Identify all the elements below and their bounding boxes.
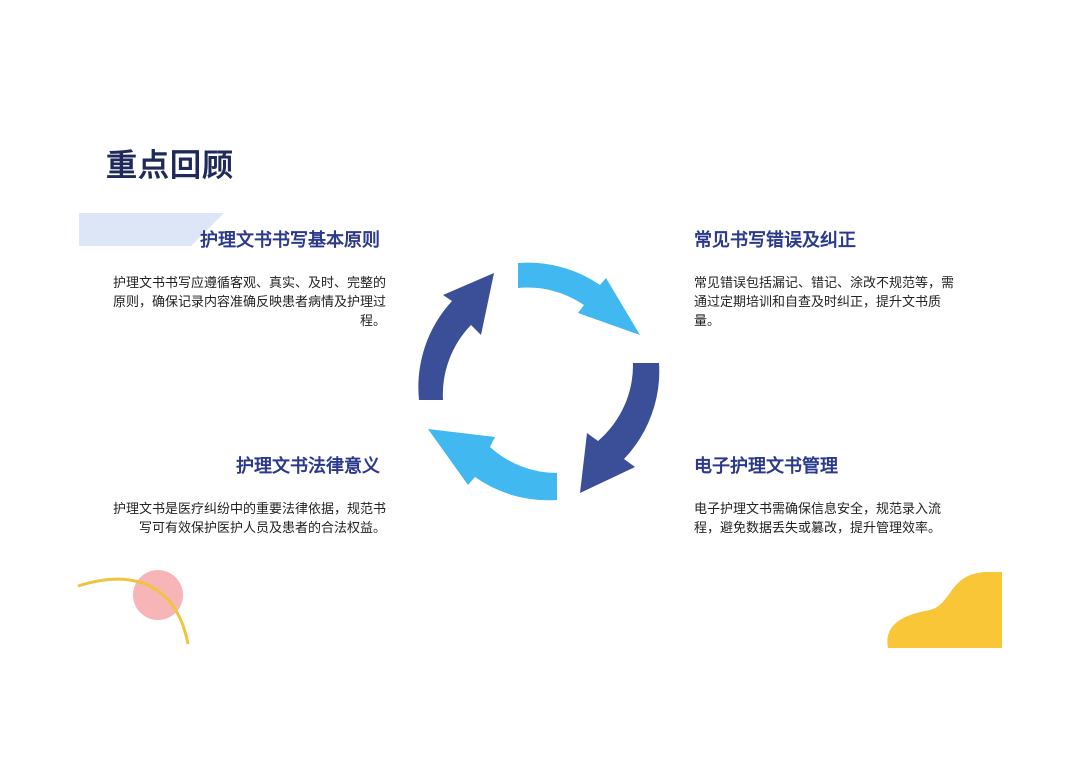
point-heading-errors: 常见书写错误及纠正 — [694, 230, 856, 251]
cycle-arrow-left — [418, 273, 494, 400]
point-heading-electronic: 电子护理文书管理 — [694, 456, 838, 477]
point-desc-principles: 护理文书书写应遵循客观、真实、及时、完整的原则，确保记录内容准确反映患者病情及护… — [112, 276, 386, 329]
point-heading-legal: 护理文书法律意义 — [236, 456, 380, 477]
point-desc-electronic: 电子护理文书需确保信息安全，规范录入流程，避免数据丢失或篡改，提升管理效率。 — [694, 502, 942, 536]
accent-bar — [79, 213, 224, 246]
cycle-arrow-right — [580, 363, 660, 493]
point-heading-principles: 护理文书书写基本原则 — [200, 230, 380, 251]
decorative-circle-swoosh — [77, 570, 190, 645]
slide-title: 重点回顾 — [106, 148, 234, 184]
point-desc-legal: 护理文书是医疗纠纷中的重要法律依据，规范书写可有效保护医护人员及患者的合法权益。 — [112, 502, 386, 536]
cycle-arrow-bottom — [428, 429, 557, 501]
point-desc-errors: 常见错误包括漏记、错记、涂改不规范等，需通过定期培训和自查及时纠正，提升文书质量… — [694, 276, 955, 329]
cycle-arrow-top — [518, 262, 640, 335]
decorative-yellow-blob — [887, 572, 1002, 648]
cycle-diagram — [418, 262, 660, 501]
